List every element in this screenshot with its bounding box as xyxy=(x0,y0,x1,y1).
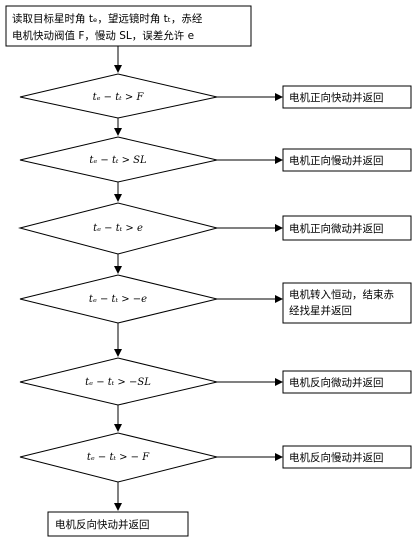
action-text: 电机正向慢动并返回 xyxy=(289,154,384,167)
start-text-line2: 电机快动阀值 F，慢动 SL，误差允许 e xyxy=(12,29,194,42)
decision-condition: tₑ − tₜ > − F xyxy=(87,452,150,463)
action-box xyxy=(282,445,412,469)
decision-condition: tₑ − tₜ > −e xyxy=(89,294,147,305)
action-box xyxy=(282,215,412,241)
action-text: 经找星并返回 xyxy=(289,304,352,317)
action-text: 电机反向慢动并返回 xyxy=(289,451,384,464)
decision-condition: tₑ − tₜ > −SL xyxy=(85,377,151,388)
action-box xyxy=(282,282,412,324)
decision-condition: tₑ − tₜ > SL xyxy=(89,155,147,166)
action-box xyxy=(282,85,412,109)
action-text: 电机正向快动并返回 xyxy=(289,91,384,104)
start-text-line1: 读取目标星时角 tₑ，望远镜时角 tₜ，赤经 xyxy=(12,12,203,25)
end-box xyxy=(47,511,189,537)
end-text: 电机反向快动并返回 xyxy=(55,518,150,531)
action-box xyxy=(282,148,412,172)
action-text: 电机转入恒动，结束赤 xyxy=(289,288,394,301)
start-box xyxy=(5,5,252,47)
action-box xyxy=(282,370,412,394)
action-text: 电机正向微动并返回 xyxy=(289,222,384,235)
action-text: 电机反向微动并返回 xyxy=(289,376,384,389)
decision-condition: tₑ − tₜ > e xyxy=(93,223,143,234)
decision-condition: tₑ − tₜ > F xyxy=(93,92,145,103)
